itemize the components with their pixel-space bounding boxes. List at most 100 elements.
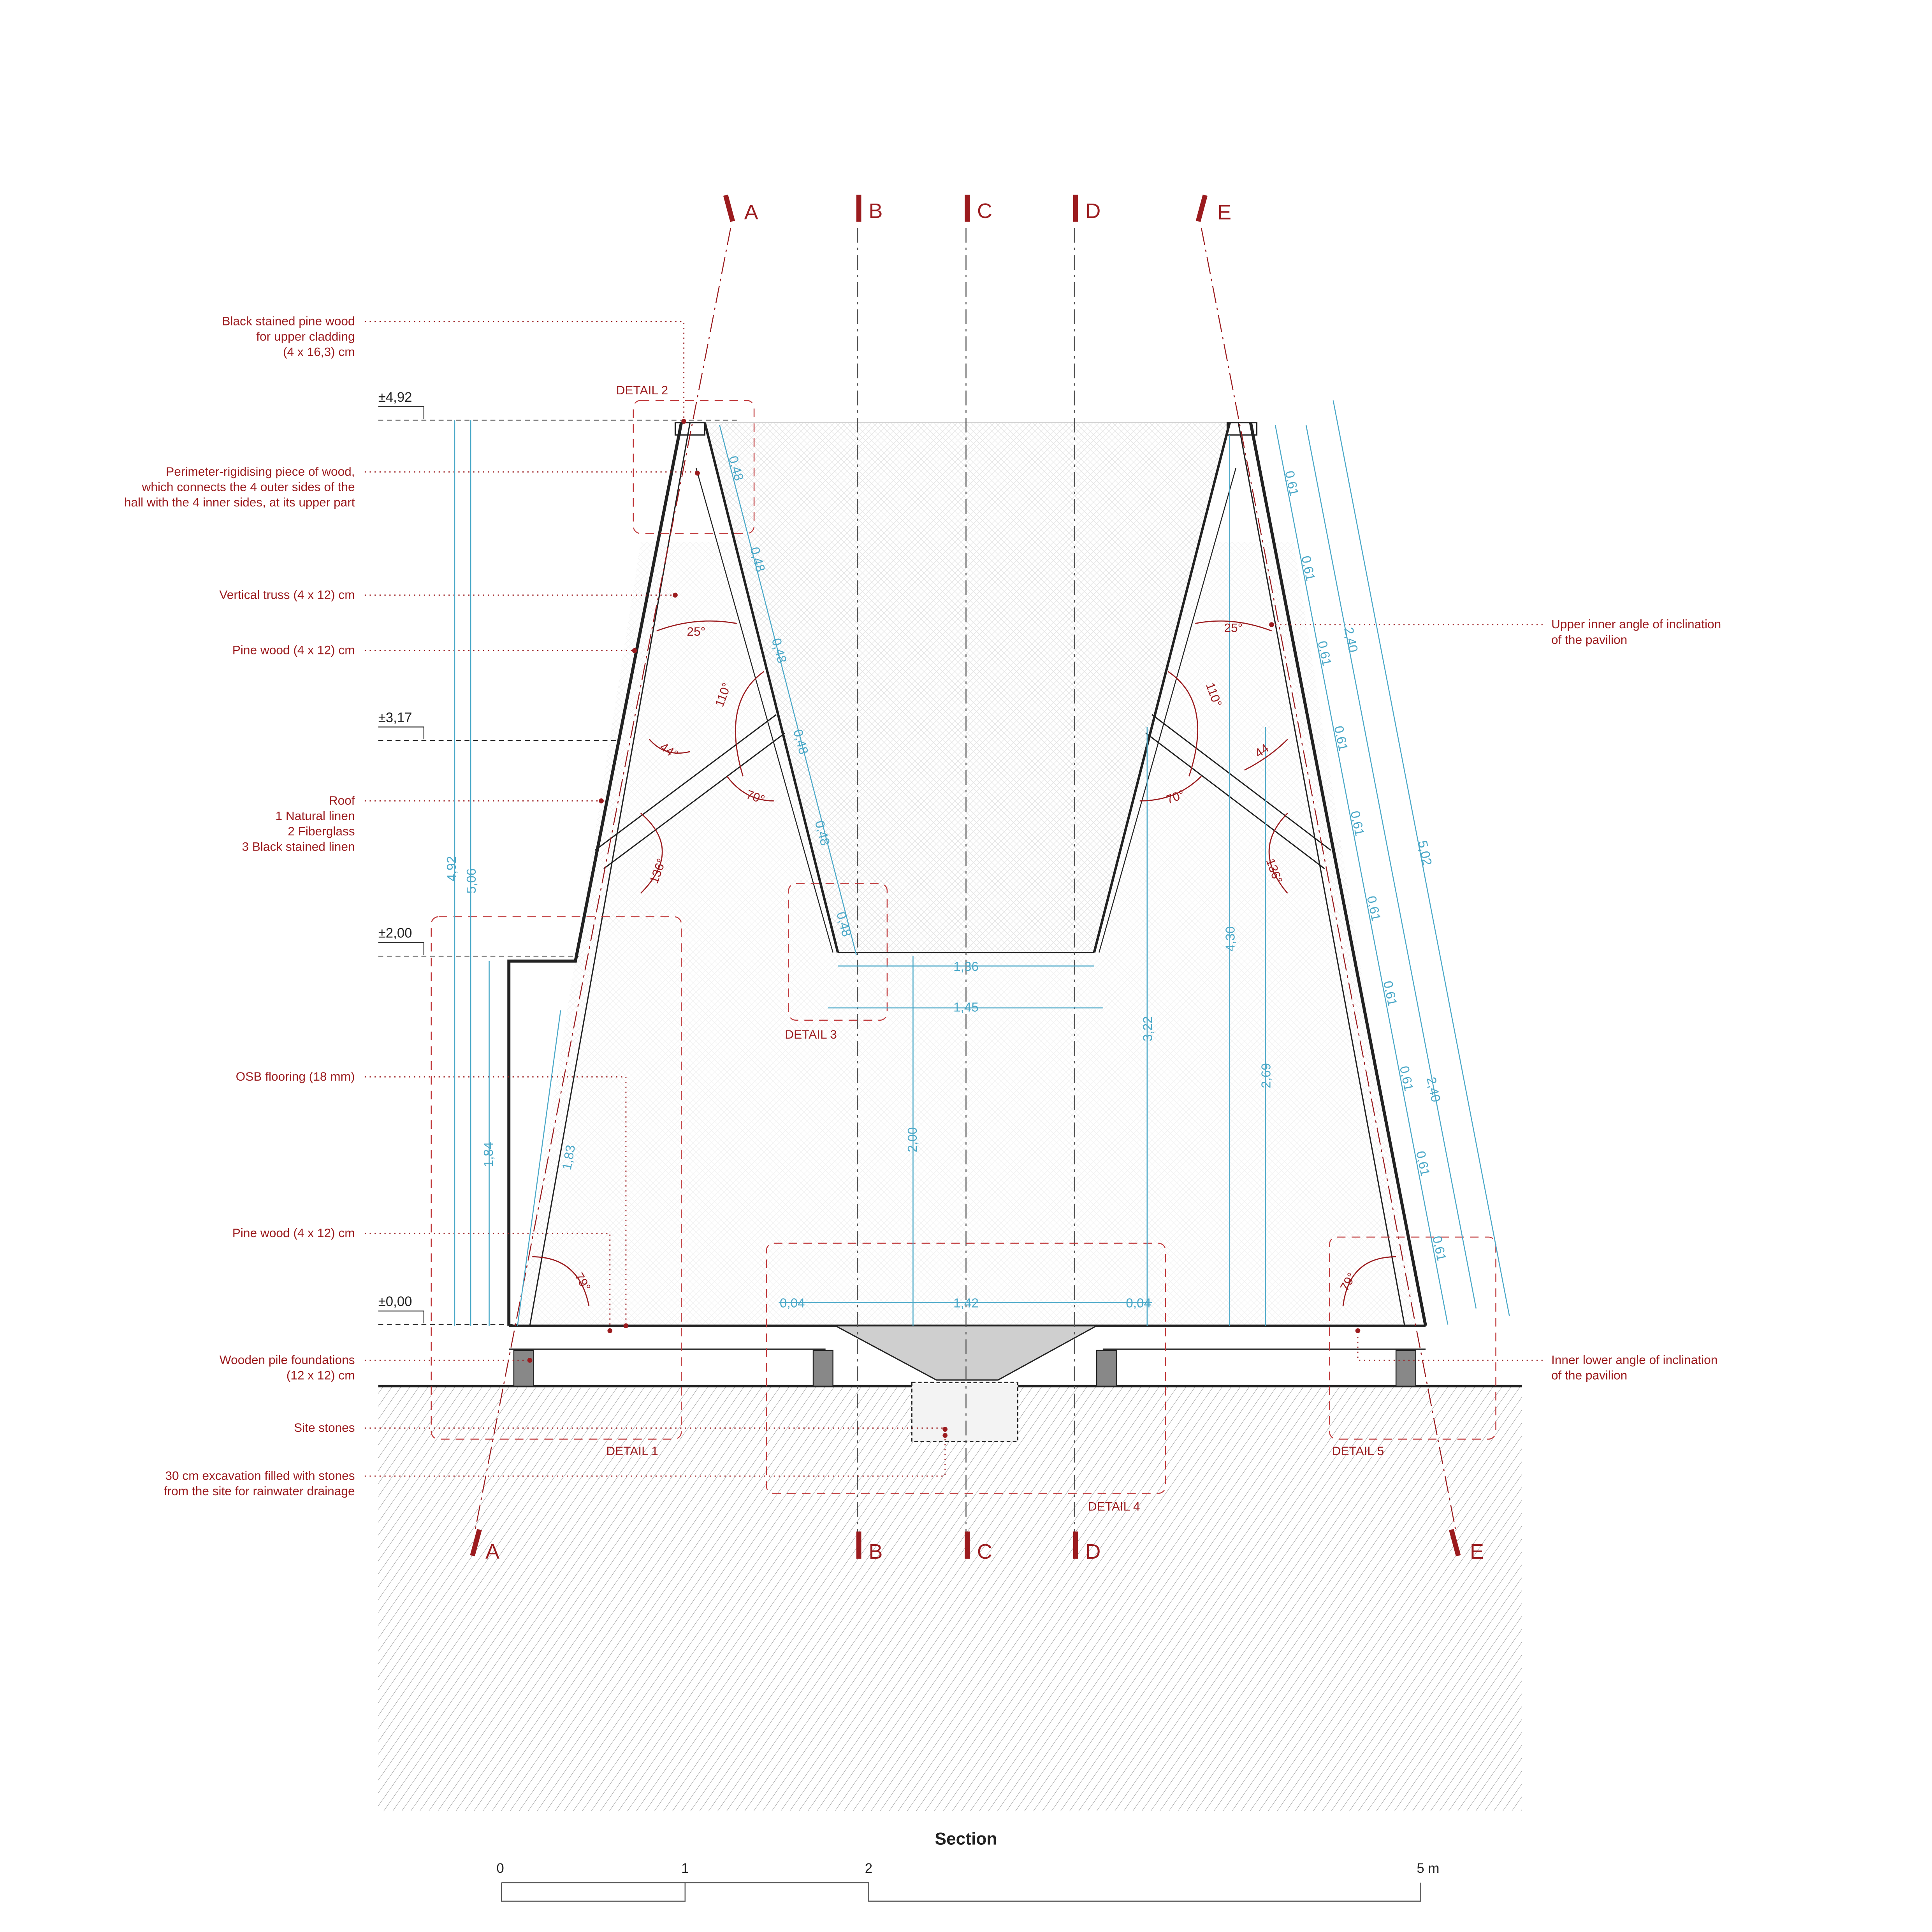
dimension-label: 0,61 bbox=[1397, 1065, 1416, 1092]
callout-leader bbox=[364, 1435, 946, 1477]
callout-dot bbox=[942, 1433, 948, 1438]
callout-leader bbox=[364, 1427, 946, 1429]
level-symbol bbox=[378, 1310, 424, 1324]
section-lines bbox=[474, 228, 1457, 1534]
section-marker-c: C bbox=[977, 199, 992, 223]
angle-arc bbox=[656, 620, 737, 631]
level-mark: ±2,00 bbox=[378, 926, 412, 941]
angle-arc bbox=[1342, 1256, 1396, 1306]
dimension-line-right bbox=[1333, 400, 1510, 1316]
callout-dot bbox=[673, 592, 678, 598]
level-symbol bbox=[378, 942, 424, 955]
section-marker-e: E bbox=[1217, 200, 1231, 224]
detail-1-label: DETAIL 1 bbox=[606, 1444, 658, 1458]
dimension-line-right-outer bbox=[1275, 425, 1449, 1325]
callout-label: Wooden pile foundations bbox=[220, 1353, 355, 1367]
dimension-label: 2,40 bbox=[1424, 1076, 1443, 1104]
callout-dot bbox=[942, 1427, 948, 1432]
callout-label: Black stained pine wood bbox=[222, 314, 355, 328]
dimension-label: 5,06 bbox=[464, 868, 479, 894]
dimension-label: 0,61 bbox=[1298, 555, 1318, 582]
callout-label: 2 Fiberglass bbox=[288, 824, 355, 838]
dimension-label: 4,30 bbox=[1224, 926, 1238, 952]
section-marker-a: A bbox=[744, 200, 758, 224]
angle-arc bbox=[532, 1256, 590, 1306]
callout-dot bbox=[695, 471, 700, 476]
callout-label: 30 cm excavation filled with stones bbox=[165, 1468, 355, 1482]
scale-tick-1: 1 bbox=[681, 1861, 689, 1876]
axis-lines bbox=[857, 228, 1075, 1534]
dimension-label: 0,61 bbox=[1315, 640, 1334, 667]
scale-tick-2: 2 bbox=[865, 1861, 872, 1876]
dimension-label: 5,02 bbox=[1415, 839, 1434, 867]
angle-label: 25° bbox=[1224, 621, 1243, 635]
angle-arc bbox=[1139, 776, 1202, 802]
dimension-label: 2,40 bbox=[1341, 626, 1361, 654]
ground-hatch bbox=[378, 1386, 1522, 1811]
callout-label: Pine wood (4 x 12) cm bbox=[232, 1226, 355, 1240]
scale-bar bbox=[501, 1882, 1421, 1902]
angle-arc bbox=[726, 776, 774, 802]
dimension-label: 0,04 bbox=[1126, 1296, 1151, 1310]
callout-label: Upper inner angle of inclination bbox=[1551, 617, 1721, 631]
level-symbol bbox=[378, 726, 424, 740]
section-marker-bar bbox=[723, 194, 735, 222]
callout-label: of the pavilion bbox=[1551, 1368, 1627, 1382]
callout-dot bbox=[681, 419, 687, 424]
callout-label: 3 Black stained linen bbox=[242, 840, 355, 854]
angle-arc bbox=[1244, 739, 1288, 771]
angle-arc bbox=[1167, 671, 1198, 777]
callout-label: OSB flooring (18 mm) bbox=[236, 1069, 355, 1083]
dimension-label: 1,36 bbox=[953, 960, 979, 974]
section-marker-bar bbox=[470, 1529, 482, 1557]
dimension-label: 0,61 bbox=[1331, 724, 1350, 752]
callout-label: Pine wood (4 x 12) cm bbox=[232, 643, 355, 657]
dimension-label: 1,42 bbox=[953, 1296, 979, 1310]
callout-label: Vertical truss (4 x 12) cm bbox=[219, 587, 355, 601]
callout-dot bbox=[599, 798, 604, 803]
callout-label: (4 x 16,3) cm bbox=[283, 345, 355, 359]
pile-foundations bbox=[513, 1350, 1417, 1387]
section-marker-d: D bbox=[1086, 1540, 1101, 1563]
dimension-label: 0,61 bbox=[1413, 1150, 1433, 1177]
dimension-label: 0,61 bbox=[1380, 980, 1400, 1007]
callout-label: for upper cladding bbox=[256, 329, 355, 343]
angle-arc bbox=[640, 812, 663, 894]
detail-2-label: DETAIL 2 bbox=[616, 383, 668, 397]
dimension-label: 3,22 bbox=[1141, 1016, 1155, 1042]
section-marker-bar bbox=[965, 1531, 970, 1559]
callout-leader bbox=[1357, 1331, 1543, 1361]
section-marker-b: B bbox=[868, 199, 882, 223]
callout-label: Site stones bbox=[294, 1420, 355, 1434]
section-marker-bar bbox=[1449, 1529, 1461, 1557]
callout-leader bbox=[364, 321, 685, 422]
dimension-label: 1,45 bbox=[953, 1000, 979, 1015]
section-marker-a: A bbox=[485, 1540, 499, 1563]
section-marker-bar bbox=[856, 1531, 861, 1559]
callout-dot bbox=[607, 1328, 613, 1333]
dimension-label: 0,61 bbox=[1364, 895, 1384, 922]
detail-4-label: DETAIL 4 bbox=[1088, 1500, 1140, 1514]
callout-dot bbox=[527, 1358, 533, 1363]
callout-label: hall with the 4 inner sides, at its uppe… bbox=[124, 495, 355, 509]
dimension-line-right bbox=[1305, 425, 1477, 1309]
callout-label: Perimeter-rigidising piece of wood, bbox=[166, 464, 355, 478]
section-marker-b: B bbox=[868, 1540, 882, 1563]
section-marker-d: D bbox=[1086, 199, 1101, 223]
scale-tick-0: 0 bbox=[496, 1861, 504, 1876]
level-mark: ±4,92 bbox=[378, 390, 412, 405]
dimension-label: 0,61 bbox=[1347, 810, 1367, 837]
detail-boxes bbox=[431, 400, 1496, 1494]
callout-label: of the pavilion bbox=[1551, 633, 1627, 647]
section-marker-c: C bbox=[977, 1540, 992, 1563]
detail-3-label: DETAIL 3 bbox=[785, 1027, 837, 1041]
callout-dot bbox=[623, 1323, 629, 1329]
section-marker-bar bbox=[1073, 195, 1078, 222]
dimension-label: 0,61 bbox=[1429, 1235, 1449, 1262]
callout-label: from the site for rainwater drainage bbox=[164, 1484, 355, 1498]
callout-dot bbox=[1269, 622, 1274, 628]
callout-label: Inner lower angle of inclination bbox=[1551, 1353, 1718, 1367]
level-mark: ±0,00 bbox=[378, 1294, 412, 1309]
dimension-label: 2,00 bbox=[905, 1127, 920, 1152]
callout-dot bbox=[1355, 1328, 1361, 1333]
